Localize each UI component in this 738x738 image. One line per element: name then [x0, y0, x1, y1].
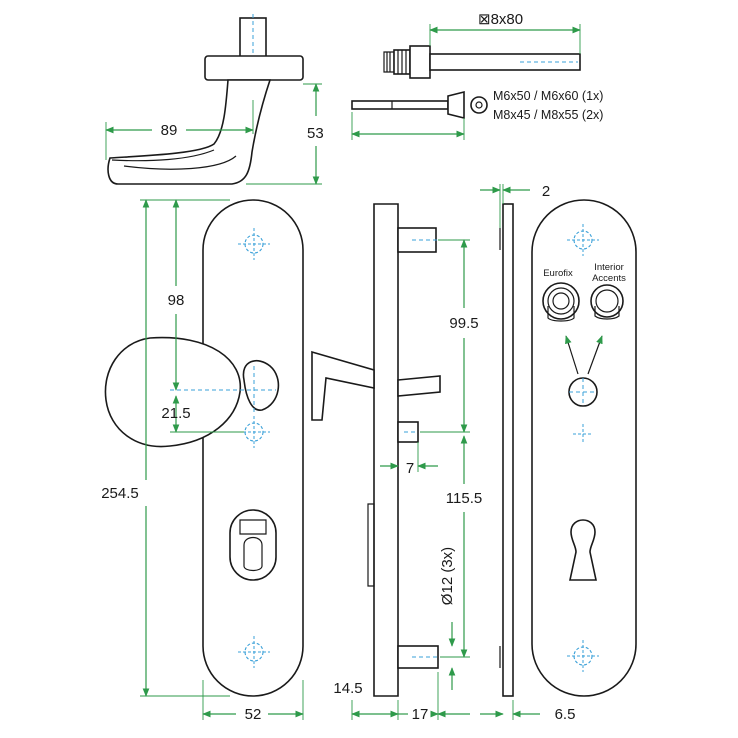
label-boss-diameter: Ø12 (3x)	[439, 547, 456, 605]
cylinder-rose	[229, 509, 277, 581]
label-screw-line2: M8x45 / M8x55 (2x)	[493, 108, 603, 122]
lever-handle	[107, 14, 304, 185]
label-side-top: 99.5	[449, 315, 478, 332]
eurofix-insert-icon	[542, 282, 580, 322]
back-hole-top-icon	[567, 224, 599, 256]
interior-accents-insert-icon	[590, 284, 624, 320]
label-inner-depth: 6.5	[555, 706, 576, 723]
side-boss-top	[397, 227, 437, 253]
front-hole-bottom-icon	[238, 636, 270, 668]
label-interior-accents-2: Accents	[592, 273, 626, 284]
side-handle-shaft	[311, 350, 375, 421]
back-hole-middle-icon	[573, 424, 593, 444]
front-plate	[104, 199, 304, 697]
side-view	[311, 203, 441, 697]
front-hole-top-icon	[238, 228, 270, 260]
square-spindle	[383, 45, 581, 79]
back-plate-outline	[531, 199, 637, 697]
screw-head	[447, 90, 465, 120]
dimension-lines	[105, 24, 581, 720]
inner-side-view	[499, 203, 514, 697]
knob	[104, 336, 242, 448]
spindle-bar	[429, 53, 581, 71]
label-inner-thickness: 2	[542, 183, 550, 200]
label-lever-length: 89	[161, 122, 178, 139]
label-plate-height: 254.5	[101, 485, 139, 502]
back-cylinder-hole	[569, 519, 597, 581]
dimension-labels: ⊠8x80 M6x50 / M6x60 (1x) M8x45 / M8x55 (…	[101, 11, 626, 723]
screw-shank	[351, 100, 449, 110]
side-boss-bottom	[397, 645, 439, 669]
spindle-collar	[409, 45, 431, 79]
back-hole-bottom-icon	[567, 640, 599, 672]
label-side-bottom: 115.5	[446, 490, 482, 507]
label-knob-offset: 21.5	[161, 405, 190, 422]
label-total-depth: 14.5	[333, 680, 362, 697]
label-lever-height: 53	[307, 125, 324, 142]
lever-rose	[204, 55, 304, 81]
inner-side-outline	[502, 203, 514, 697]
lever-body	[107, 79, 272, 185]
label-spindle-offset: 98	[168, 292, 185, 309]
label-screw-line1: M6x50 / M6x60 (1x)	[493, 89, 603, 103]
label-square-spindle: ⊠8x80	[478, 11, 523, 28]
back-plate	[531, 199, 637, 697]
label-eurofix: Eurofix	[543, 268, 573, 279]
knob-neck	[242, 359, 280, 411]
side-plate-outline	[373, 203, 399, 697]
front-plate-outline	[202, 199, 304, 697]
label-screw-protrusion: 7	[406, 460, 414, 477]
screw-head-top-icon	[470, 96, 488, 114]
label-side-depth: 17	[412, 706, 429, 723]
side-spindle-stub	[397, 375, 441, 397]
fixing-screw	[351, 90, 488, 120]
label-plate-width: 52	[245, 706, 262, 723]
label-interior-accents-1: Interior	[594, 262, 624, 273]
